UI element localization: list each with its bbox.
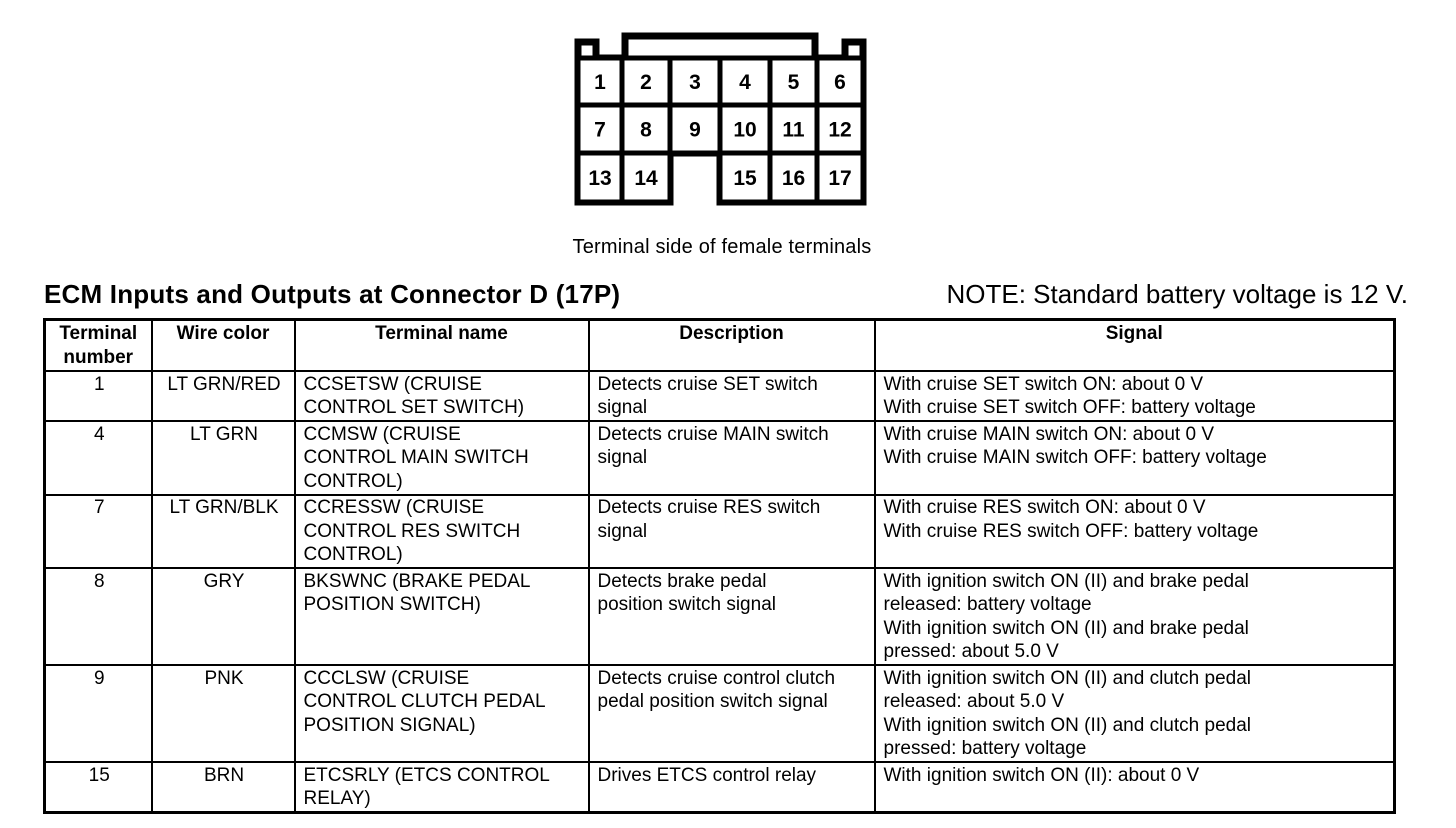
connector-svg: 1 2 3 4 5 6 7 8 9 10 11 12 13 14 15 16 1… bbox=[574, 32, 867, 206]
col-header-description: Description bbox=[587, 318, 876, 372]
terminal-number-cell: 7 bbox=[43, 493, 153, 569]
table-row: 7 LT GRN/BLK CCRESSW (CRUISE CONTROL RES… bbox=[43, 493, 1396, 569]
pin-4-label: 4 bbox=[739, 71, 751, 94]
table-header-row: Terminal number Wire color Terminal name… bbox=[43, 318, 1396, 372]
battery-voltage-note: NOTE: Standard battery voltage is 12 V. bbox=[946, 279, 1408, 309]
table-row: 15 BRN ETCSRLY (ETCS CONTROL RELAY) Driv… bbox=[43, 761, 1396, 814]
connector-diagram: 1 2 3 4 5 6 7 8 9 10 11 12 13 14 15 16 1… bbox=[560, 25, 870, 210]
terminal-number-cell: 8 bbox=[43, 567, 153, 666]
section-heading-row: ECM Inputs and Outputs at Connector D (1… bbox=[44, 279, 1408, 310]
terminal-number-cell: 9 bbox=[43, 664, 153, 763]
wire-color-cell: PNK bbox=[150, 664, 296, 763]
terminal-name-cell: CCRESSW (CRUISE CONTROL RES SWITCH CONTR… bbox=[293, 493, 590, 569]
description-cell: Detects cruise control clutch pedal posi… bbox=[587, 664, 876, 763]
pin-13-label: 13 bbox=[588, 167, 611, 190]
pin-17-label: 17 bbox=[828, 167, 851, 190]
pin-1-label: 1 bbox=[594, 71, 606, 94]
description-cell: Detects cruise SET switch signal bbox=[587, 370, 876, 422]
terminal-cell bbox=[717, 55, 773, 108]
pin-2-label: 2 bbox=[640, 71, 652, 94]
signal-cell: With ignition switch ON (II) and brake p… bbox=[873, 567, 1396, 666]
terminal-cell bbox=[814, 102, 866, 156]
connector-caption: Terminal side of female terminals bbox=[572, 236, 872, 258]
terminal-number-cell: 15 bbox=[43, 761, 153, 814]
section-title: ECM Inputs and Outputs at Connector D (1… bbox=[44, 279, 621, 309]
wire-color-cell: LT GRN/RED bbox=[150, 370, 296, 422]
terminal-number-cell: 4 bbox=[43, 420, 153, 496]
pin-9-label: 9 bbox=[689, 118, 701, 141]
description-cell: Detects cruise MAIN switch signal bbox=[587, 420, 876, 496]
signal-cell: With ignition switch ON (II) and clutch … bbox=[873, 664, 1396, 763]
table-row: 1 LT GRN/RED CCSETSW (CRUISE CONTROL SET… bbox=[43, 370, 1396, 422]
signal-cell: With ignition switch ON (II): about 0 V bbox=[873, 761, 1396, 814]
terminal-name-cell: ETCSRLY (ETCS CONTROL RELAY) bbox=[293, 761, 590, 814]
pin-5-label: 5 bbox=[788, 71, 800, 94]
terminal-cell bbox=[619, 150, 673, 205]
terminal-name-cell: CCCLSW (CRUISE CONTROL CLUTCH PEDAL POSI… bbox=[293, 664, 590, 763]
pin-12-label: 12 bbox=[828, 118, 851, 141]
pin-15-label: 15 bbox=[733, 167, 757, 190]
pin-7-label: 7 bbox=[594, 118, 606, 141]
table-row: 9 PNK CCCLSW (CRUISE CONTROL CLUTCH PEDA… bbox=[43, 664, 1396, 763]
pin-14-label: 14 bbox=[634, 167, 658, 190]
wire-color-cell: BRN bbox=[150, 761, 296, 814]
pin-11-label: 11 bbox=[782, 118, 805, 141]
col-header-terminal-name: Terminal name bbox=[293, 318, 590, 372]
wire-color-cell: GRY bbox=[150, 567, 296, 666]
col-header-wire-color: Wire color bbox=[150, 318, 296, 372]
table-row: 8 GRY BKSWNC (BRAKE PEDAL POSITION SWITC… bbox=[43, 567, 1396, 666]
description-cell: Detects cruise RES switch signal bbox=[587, 493, 876, 569]
terminal-number-cell: 1 bbox=[43, 370, 153, 422]
signal-cell: With cruise MAIN switch ON: about 0 V Wi… bbox=[873, 420, 1396, 496]
signal-cell: With cruise RES switch ON: about 0 V Wit… bbox=[873, 493, 1396, 569]
wire-color-cell: LT GRN bbox=[150, 420, 296, 496]
col-header-signal: Signal bbox=[873, 318, 1396, 372]
terminal-name-cell: CCMSW (CRUISE CONTROL MAIN SWITCH CONTRO… bbox=[293, 420, 590, 496]
pin-10-label: 10 bbox=[733, 118, 756, 141]
wire-color-cell: LT GRN/BLK bbox=[150, 493, 296, 569]
signal-cell: With cruise SET switch ON: about 0 V Wit… bbox=[873, 370, 1396, 422]
description-cell: Drives ETCS control relay bbox=[587, 761, 876, 814]
terminal-cell bbox=[814, 150, 866, 205]
terminal-cells bbox=[575, 55, 866, 205]
pin-6-label: 6 bbox=[834, 71, 846, 94]
terminal-name-cell: BKSWNC (BRAKE PEDAL POSITION SWITCH) bbox=[293, 567, 590, 666]
pin-8-label: 8 bbox=[640, 118, 652, 141]
description-cell: Detects brake pedal position switch sign… bbox=[587, 567, 876, 666]
table-row: 4 LT GRN CCMSW (CRUISE CONTROL MAIN SWIT… bbox=[43, 420, 1396, 496]
pin-3-label: 3 bbox=[689, 71, 701, 94]
pin-16-label: 16 bbox=[782, 167, 805, 190]
ecm-io-table: Terminal number Wire color Terminal name… bbox=[43, 318, 1396, 814]
col-header-terminal-number: Terminal number bbox=[43, 318, 153, 372]
terminal-name-cell: CCSETSW (CRUISE CONTROL SET SWITCH) bbox=[293, 370, 590, 422]
